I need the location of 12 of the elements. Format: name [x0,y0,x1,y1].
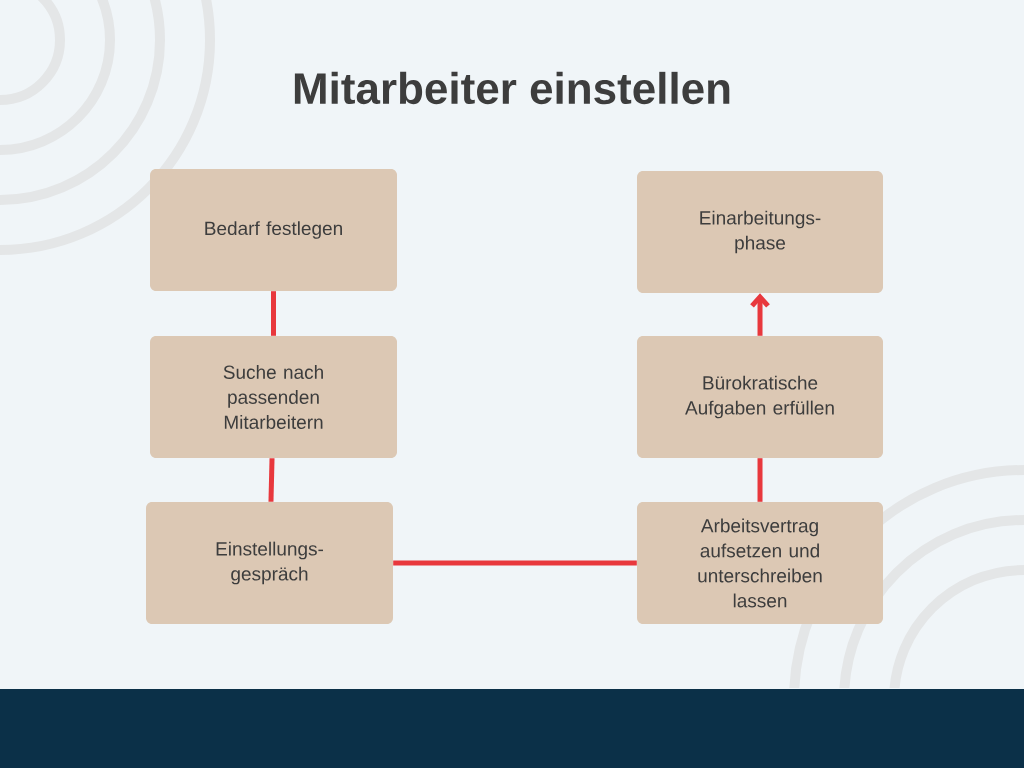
connector [393,560,637,566]
connector [268,458,275,502]
process-box: Arbeitsvertrag aufsetzen und unterschreiben lassen [637,502,883,624]
process-box: Bedarf festlegen [150,169,397,291]
connector [271,291,276,336]
process-box: Suche nach passenden Mitarbeitern [150,336,397,458]
connector [750,293,770,336]
title: Mitarbeiter einstellen [294,71,730,105]
process-box: Bürokratische Aufgaben erfüllen [637,336,883,458]
process-box: Einstellungs- gespräch [146,502,393,624]
process-box: Einarbeitungs- phase [637,171,883,293]
connector [757,458,763,502]
